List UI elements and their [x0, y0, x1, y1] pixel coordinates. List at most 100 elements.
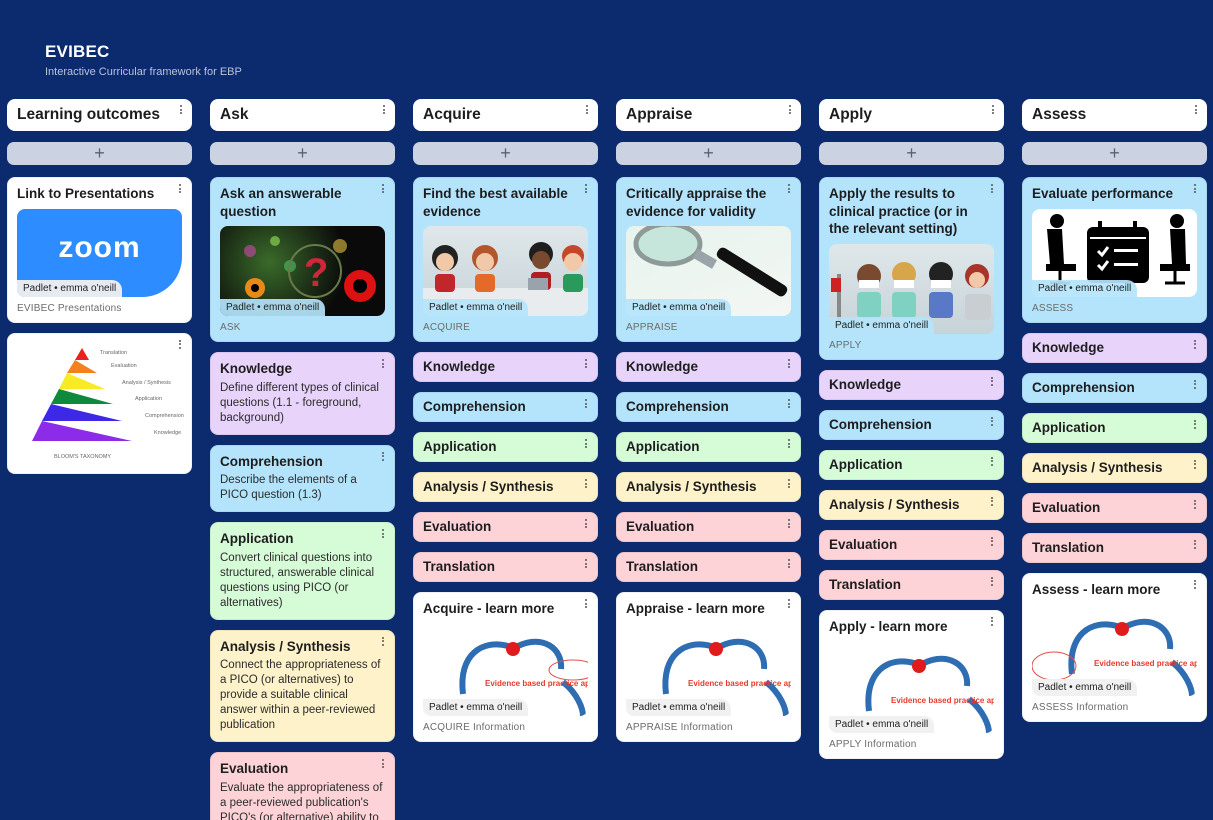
post-card-analysis-synthesis[interactable]: Analysis / Synthesis [1022, 452, 1207, 483]
more-options-icon[interactable] [180, 105, 184, 114]
more-options-icon[interactable] [382, 759, 386, 768]
post-card-comprehension[interactable]: Comprehension Describe the elements of a… [210, 444, 395, 512]
post-card-translation[interactable]: Translation [413, 552, 598, 582]
more-options-icon[interactable] [179, 339, 183, 349]
zoom-logo-image[interactable]: zoom Padlet • emma o'neill [17, 208, 182, 297]
post-card[interactable]: Ask an answerable question ? [210, 177, 395, 342]
post-card-knowledge[interactable]: Knowledge [1022, 332, 1207, 363]
more-options-icon[interactable] [991, 184, 995, 193]
more-options-icon[interactable] [788, 519, 792, 528]
post-card-analysis-synthesis[interactable]: Analysis / Synthesis [616, 472, 801, 502]
post-card-analysis-synthesis[interactable]: Analysis / Synthesis [819, 489, 1004, 520]
add-post-button[interactable]: + [819, 142, 1004, 165]
post-card-evaluation[interactable]: Evaluation [616, 512, 801, 542]
more-options-icon[interactable] [382, 636, 386, 646]
magnifying-glass-image[interactable]: Padlet • emma o'neill [626, 226, 791, 316]
post-card-learn-more[interactable]: Apply - learn more Evidence based practi… [819, 609, 1004, 759]
more-options-icon[interactable] [382, 451, 386, 461]
more-options-icon[interactable] [585, 184, 589, 193]
column-header[interactable]: Ask [210, 99, 395, 131]
question-mark-gears-image[interactable]: ? Padlet • emma o'neill [220, 226, 385, 316]
more-options-icon[interactable] [383, 105, 387, 114]
post-card-comprehension[interactable]: Comprehension [819, 409, 1004, 440]
more-options-icon[interactable] [1194, 579, 1198, 589]
post-card[interactable]: Critically appraise the evidence for val… [616, 177, 801, 342]
more-options-icon[interactable] [789, 105, 793, 114]
add-post-button[interactable]: + [7, 142, 192, 165]
post-card-application[interactable]: Application [1022, 412, 1207, 443]
add-post-button[interactable]: + [1022, 142, 1207, 165]
post-card-evaluation[interactable]: Evaluation Evaluate the appropriateness … [210, 752, 395, 820]
more-options-icon[interactable] [1194, 419, 1198, 429]
more-options-icon[interactable] [991, 456, 995, 466]
column-header[interactable]: Apply [819, 99, 1004, 131]
performance-silhouette-image[interactable]: Padlet • emma o'neill [1032, 208, 1197, 297]
clinicians-cartoon-image[interactable]: Padlet • emma o'neill [829, 243, 994, 334]
more-options-icon[interactable] [1194, 339, 1198, 349]
more-options-icon[interactable] [1194, 499, 1198, 509]
more-options-icon[interactable] [1194, 539, 1198, 549]
column-header[interactable]: Acquire [413, 99, 598, 131]
post-card[interactable]: Apply the results to clinical practice (… [819, 177, 1004, 360]
post-card-evaluation[interactable]: Evaluation [819, 529, 1004, 560]
more-options-icon[interactable] [585, 479, 589, 488]
post-card-blooms-taxonomy[interactable]: Translation Evaluation Analysis / Synthe… [7, 332, 192, 474]
more-options-icon[interactable] [991, 536, 995, 546]
add-post-button[interactable]: + [210, 142, 395, 165]
post-card[interactable]: Link to Presentations zoom Padlet • emma… [7, 177, 192, 323]
more-options-icon[interactable] [585, 599, 589, 608]
more-options-icon[interactable] [1194, 379, 1198, 389]
more-options-icon[interactable] [1195, 105, 1199, 114]
students-cartoon-image[interactable]: Padlet • emma o'neill [423, 226, 588, 316]
post-card-application[interactable]: Application Convert clinical questions i… [210, 522, 395, 620]
more-options-icon[interactable] [788, 479, 792, 488]
add-post-button[interactable]: + [413, 142, 598, 165]
post-card-knowledge[interactable]: Knowledge [616, 352, 801, 382]
more-options-icon[interactable] [788, 184, 792, 193]
more-options-icon[interactable] [585, 519, 589, 528]
more-options-icon[interactable] [991, 376, 995, 386]
column-header[interactable]: Learning outcomes [7, 99, 192, 131]
post-card-application[interactable]: Application [819, 449, 1004, 480]
post-card-learn-more[interactable]: Assess - learn more Evidence based pract… [1022, 572, 1207, 722]
column-header[interactable]: Appraise [616, 99, 801, 131]
post-card-evaluation[interactable]: Evaluation [413, 512, 598, 542]
post-card-comprehension[interactable]: Comprehension [413, 392, 598, 422]
more-options-icon[interactable] [382, 359, 386, 368]
column-header[interactable]: Assess [1022, 99, 1207, 131]
post-card-translation[interactable]: Translation [1022, 532, 1207, 563]
post-card-comprehension[interactable]: Comprehension [1022, 372, 1207, 403]
ebp-cycle-diagram[interactable]: Evidence based practice approach Padlet … [829, 641, 994, 733]
more-options-icon[interactable] [992, 105, 996, 114]
post-card-application[interactable]: Application [616, 432, 801, 462]
post-card-knowledge[interactable]: Knowledge [819, 369, 1004, 400]
more-options-icon[interactable] [585, 399, 589, 408]
more-options-icon[interactable] [991, 496, 995, 506]
post-card-knowledge[interactable]: Knowledge [413, 352, 598, 382]
post-card-analysis-synthesis[interactable]: Analysis / Synthesis Connect the appropr… [210, 629, 395, 742]
more-options-icon[interactable] [788, 439, 792, 448]
more-options-icon[interactable] [788, 399, 792, 408]
add-post-button[interactable]: + [616, 142, 801, 165]
more-options-icon[interactable] [382, 529, 386, 538]
more-options-icon[interactable] [585, 559, 589, 568]
post-card[interactable]: Find the best available evidence Padlet … [413, 177, 598, 342]
post-card-learn-more[interactable]: Appraise - learn more Evidence based pra… [616, 592, 801, 742]
more-options-icon[interactable] [382, 184, 386, 193]
more-options-icon[interactable] [991, 416, 995, 426]
more-options-icon[interactable] [788, 599, 792, 608]
ebp-cycle-diagram[interactable]: Evidence based practice approach Padlet … [423, 623, 588, 716]
ebp-cycle-diagram[interactable]: Evidence based practice approach Padlet … [1032, 604, 1197, 696]
post-card[interactable]: Evaluate performance Padlet • emma o'nei… [1022, 177, 1207, 323]
more-options-icon[interactable] [788, 359, 792, 368]
post-card-translation[interactable]: Translation [819, 569, 1004, 600]
post-card-comprehension[interactable]: Comprehension [616, 392, 801, 422]
more-options-icon[interactable] [179, 184, 183, 193]
more-options-icon[interactable] [585, 439, 589, 448]
more-options-icon[interactable] [991, 616, 995, 626]
post-card-learn-more[interactable]: Acquire - learn more Evidence based prac… [413, 592, 598, 742]
more-options-icon[interactable] [1194, 184, 1198, 193]
more-options-icon[interactable] [1194, 459, 1198, 469]
more-options-icon[interactable] [991, 576, 995, 586]
more-options-icon[interactable] [585, 359, 589, 368]
